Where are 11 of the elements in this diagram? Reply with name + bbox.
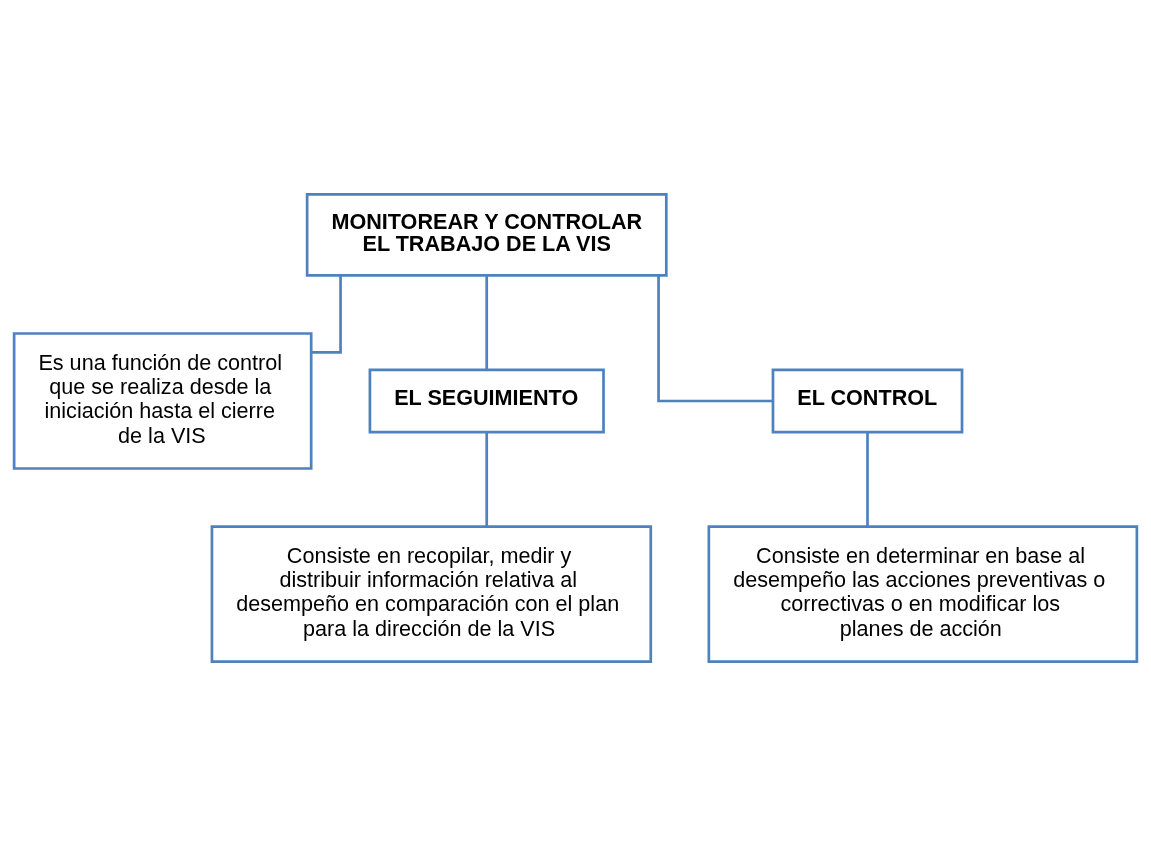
- node-box: EL SEGUIMIENTO: [368, 368, 605, 434]
- connector: [657, 275, 773, 403]
- node-box: EL CONTROL: [771, 368, 964, 434]
- connector: [485, 432, 489, 527]
- connector: [866, 432, 869, 527]
- node-box: Es una función de control que se realiza desde la iniciación hasta el cierre de la VIS: [12, 332, 313, 470]
- node-box: Consiste en determinar en base al desempeño las acciones preventivas o correctivas o en modificar los planes de acción: [707, 525, 1139, 663]
- connector: [485, 275, 489, 370]
- node-box: MONITOREAR Y CONTROLAR EL TRABAJO DE LA VIS: [305, 193, 668, 277]
- node-box: Consiste en recopilar, medir y distribuir información relativa al desempeño en comparación con el plan para la dirección de la VIS: [210, 525, 653, 663]
- connector: [311, 276, 342, 354]
